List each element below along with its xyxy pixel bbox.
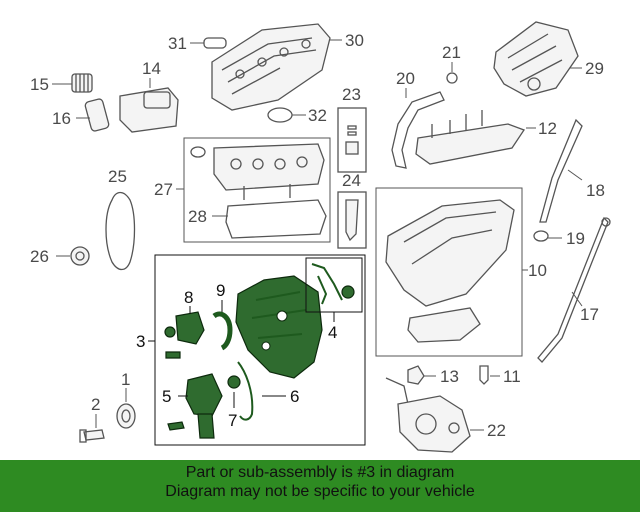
callout-31[interactable]: 31 <box>168 34 187 53</box>
callout-4[interactable]: 4 <box>328 323 337 342</box>
info-banner: Part or sub-assembly is #3 in diagram Di… <box>0 460 640 512</box>
part-22-oil-pump[interactable] <box>385 377 471 453</box>
callout-6[interactable]: 6 <box>290 387 299 406</box>
callout-14[interactable]: 14 <box>142 59 161 78</box>
part-19-o-ring[interactable] <box>533 230 549 242</box>
callout-24[interactable]: 24 <box>342 171 361 190</box>
callout-10[interactable]: 10 <box>528 261 547 280</box>
part-1-damper[interactable] <box>116 403 136 429</box>
callout-16[interactable]: 16 <box>52 109 71 128</box>
part-bolts <box>165 351 185 431</box>
callout-20[interactable]: 20 <box>396 69 415 88</box>
part-11-bolt[interactable] <box>479 365 489 385</box>
part-29-lower-intake[interactable] <box>493 21 579 97</box>
part-25-belt[interactable] <box>105 191 136 271</box>
banner-line-2: Diagram may not be specific to your vehi… <box>165 483 475 500</box>
callout-25[interactable]: 25 <box>108 167 127 186</box>
callout-21[interactable]: 21 <box>442 43 461 62</box>
callout-22[interactable]: 22 <box>487 421 506 440</box>
callout-19[interactable]: 19 <box>566 229 585 248</box>
part-23-group[interactable] <box>337 107 367 173</box>
part-2-bolt[interactable] <box>79 429 105 443</box>
part-6-gasket[interactable] <box>237 361 254 421</box>
part-17-dipstick[interactable] <box>537 216 611 363</box>
part-31-gasket[interactable] <box>203 37 227 49</box>
part-5-water-pump[interactable] <box>185 373 223 439</box>
part-10-oil-pan[interactable] <box>385 199 515 343</box>
callout-23[interactable]: 23 <box>342 85 361 104</box>
part-26-tensioner[interactable] <box>70 246 90 266</box>
callout-12[interactable]: 12 <box>538 119 557 138</box>
callout-17[interactable]: 17 <box>580 305 599 324</box>
part-24-group[interactable] <box>337 191 367 249</box>
callout-27[interactable]: 27 <box>154 180 173 199</box>
part-3-timing-cover[interactable] <box>235 275 323 379</box>
part-21-seal[interactable] <box>446 72 458 84</box>
callout-28[interactable]: 28 <box>188 207 207 226</box>
callout-29[interactable]: 29 <box>585 59 604 78</box>
callout-30[interactable]: 30 <box>345 31 364 50</box>
part-13-plug[interactable] <box>407 365 425 385</box>
part-14-oil-filter-housing[interactable] <box>119 87 179 133</box>
part-27-valve-cover[interactable] <box>190 143 325 200</box>
callout-32[interactable]: 32 <box>308 106 327 125</box>
part-18-dipstick-tube[interactable] <box>539 118 583 223</box>
callout-7[interactable]: 7 <box>228 411 237 430</box>
callout-3[interactable]: 3 <box>136 332 145 351</box>
part-30-upper-intake-manifold[interactable] <box>211 23 331 111</box>
part-8-thermostat[interactable] <box>164 311 205 345</box>
banner-line-1: Part or sub-assembly is #3 in diagram <box>185 464 455 481</box>
callout-15[interactable]: 15 <box>30 75 49 94</box>
part-7-seal[interactable] <box>227 375 241 389</box>
part-12-windage-tray[interactable] <box>415 110 525 165</box>
callout-2[interactable]: 2 <box>91 395 100 414</box>
part-9-hose[interactable] <box>212 311 233 351</box>
callout-8[interactable]: 8 <box>184 288 193 307</box>
callout-11[interactable]: 11 <box>503 367 521 386</box>
part-32-seal[interactable] <box>267 107 293 123</box>
callout-26[interactable]: 26 <box>30 247 49 266</box>
part-15-oil-filter-cap[interactable] <box>71 73 93 93</box>
part-16-oil-filter[interactable] <box>84 98 110 132</box>
part-28-valve-cover-gasket[interactable] <box>225 199 327 239</box>
callout-9[interactable]: 9 <box>216 281 225 300</box>
callout-18[interactable]: 18 <box>586 181 605 200</box>
callout-1[interactable]: 1 <box>121 370 130 389</box>
part-20-tube[interactable] <box>391 91 445 169</box>
callout-13[interactable]: 13 <box>440 367 459 386</box>
callout-5[interactable]: 5 <box>162 387 171 406</box>
